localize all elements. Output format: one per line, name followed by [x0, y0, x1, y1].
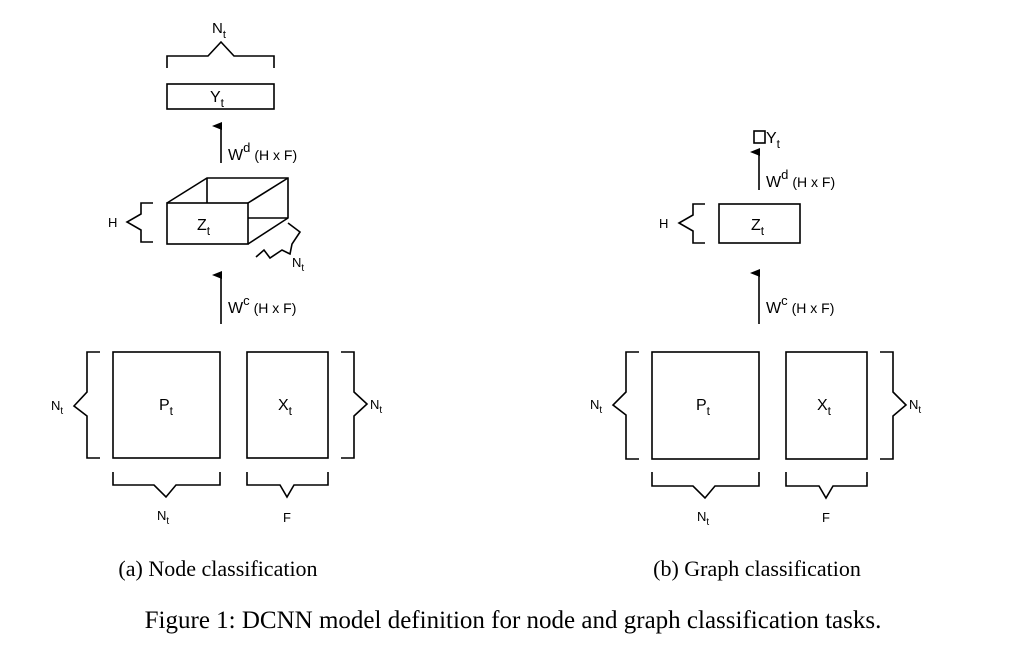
- input-x-height-label: Nt: [909, 397, 921, 416]
- output-y-square: [753, 130, 766, 144]
- input-x-width-label: F: [822, 510, 830, 525]
- output-y-label: Yt: [766, 130, 781, 151]
- panel-a-node-classification: Nt Yt Wd(H x F) Zt H Nt Wc(H x F) Pt Xt: [51, 20, 382, 581]
- input-p-box: [112, 351, 221, 459]
- input-p-width-brace: [112, 472, 221, 499]
- hidden-z-label: Zt: [751, 217, 765, 238]
- hidden-height-brace: [677, 203, 705, 244]
- input-x-height-brace: [341, 351, 369, 459]
- input-p-height-label: Nt: [590, 397, 602, 416]
- hidden-z-cuboid: [166, 177, 289, 245]
- input-x-width-brace: [785, 472, 868, 500]
- panel-b-graph-classification: Yt Wd(H x F) Zt H Wc(H x F) Pt Xt Nt Nt …: [590, 130, 921, 581]
- weight-c-label: Wc(H x F): [228, 293, 296, 317]
- hidden-height-brace: [125, 202, 153, 243]
- input-p-label: Pt: [159, 397, 174, 418]
- input-x-label: Xt: [278, 397, 293, 418]
- input-p-label: Pt: [696, 397, 711, 418]
- output-width-brace: [166, 40, 275, 68]
- figure-caption: Figure 1: DCNN model definition for node…: [145, 607, 882, 634]
- input-p-width-brace: [651, 472, 760, 500]
- output-y-box: [166, 83, 275, 110]
- weight-d-label: Wd(H x F): [766, 167, 835, 191]
- input-p-width-label: Nt: [157, 508, 169, 527]
- subcaption-a: (a) Node classification: [118, 556, 317, 581]
- input-p-height-label: Nt: [51, 398, 63, 417]
- hidden-height-label: H: [108, 215, 117, 230]
- hidden-z-label: Zt: [197, 217, 211, 238]
- input-x-width-label: F: [283, 510, 291, 525]
- hidden-z-box: [718, 203, 801, 244]
- output-y-label: Yt: [210, 89, 225, 110]
- output-width-label: Nt: [212, 20, 226, 41]
- input-x-height-brace: [880, 351, 908, 460]
- input-x-width-brace: [246, 472, 329, 499]
- weight-c-label: Wc(H x F): [766, 293, 834, 317]
- hidden-depth-brace: [255, 222, 302, 260]
- hidden-depth-label: Nt: [292, 255, 304, 274]
- input-x-label: Xt: [817, 397, 832, 418]
- input-p-height-brace: [611, 351, 639, 460]
- input-x-height-label: Nt: [370, 397, 382, 416]
- weight-d-label: Wd(H x F): [228, 140, 297, 164]
- subcaption-b: (b) Graph classification: [653, 556, 861, 581]
- input-x-box: [785, 351, 868, 460]
- input-p-height-brace: [72, 351, 100, 459]
- input-p-box: [651, 351, 760, 460]
- hidden-height-label: H: [659, 216, 668, 231]
- input-p-width-label: Nt: [697, 509, 709, 528]
- input-x-box: [246, 351, 329, 459]
